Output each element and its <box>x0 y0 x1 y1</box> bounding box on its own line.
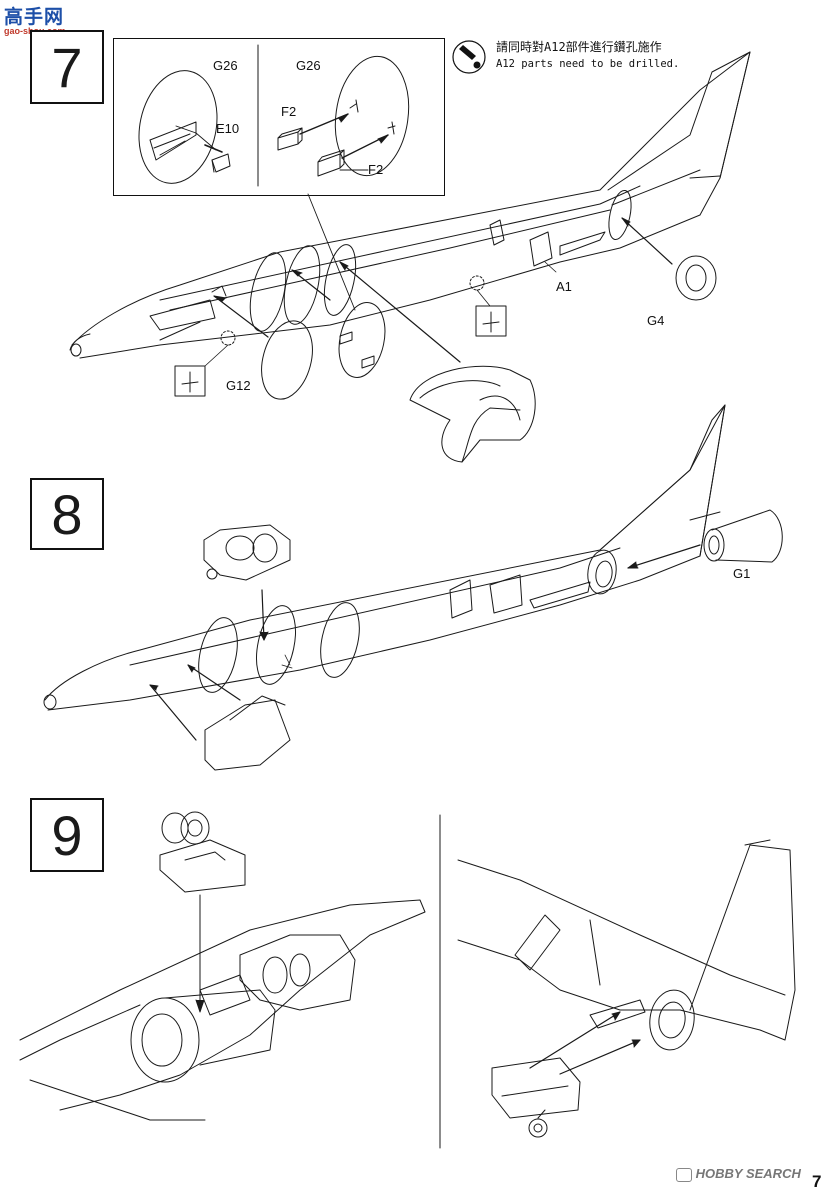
drill-note-english: A12 parts need to be drilled. <box>496 58 680 70</box>
step-7-number-box: 7 <box>30 30 104 104</box>
part-label-a1: A1 <box>556 279 572 294</box>
part-label-g12: G12 <box>226 378 251 393</box>
part-label-f2-bottom: F2 <box>368 162 384 177</box>
drill-note-chinese: 請同時對A12部件進行鑽孔施作 <box>496 40 662 54</box>
step-9-right-assembly <box>457 839 796 1138</box>
step-number: 7 <box>51 35 83 99</box>
watermark-text: HOBBY SEARCH <box>695 1166 801 1181</box>
inset-g26-left <box>138 44 259 187</box>
part-label-g26-right: G26 <box>296 58 321 73</box>
inset-g26-right <box>277 55 410 177</box>
step-number: 8 <box>51 482 83 546</box>
step-8-fuselage <box>43 404 783 771</box>
step-7-fuselage <box>69 51 751 463</box>
part-label-f2-top: F2 <box>281 104 297 119</box>
step-9-number-box: 9 <box>30 798 104 872</box>
part-label-g1: G1 <box>733 566 751 581</box>
hobby-search-watermark: HOBBY SEARCH <box>676 1166 801 1182</box>
page-number: 7 <box>812 1172 822 1191</box>
part-label-e10: E10 <box>216 121 240 136</box>
part-label-g26-left: G26 <box>213 58 238 73</box>
watermark-logo-icon <box>676 1167 692 1182</box>
step-7-detail-inset <box>113 38 445 196</box>
drill-bit-icon <box>452 40 486 74</box>
part-label-g4: G4 <box>647 313 665 328</box>
step-8-number-box: 8 <box>30 478 104 550</box>
watermark-brand: 高手网 <box>4 7 65 28</box>
step-9-left-assembly <box>19 811 441 1149</box>
step-number: 9 <box>51 803 83 867</box>
